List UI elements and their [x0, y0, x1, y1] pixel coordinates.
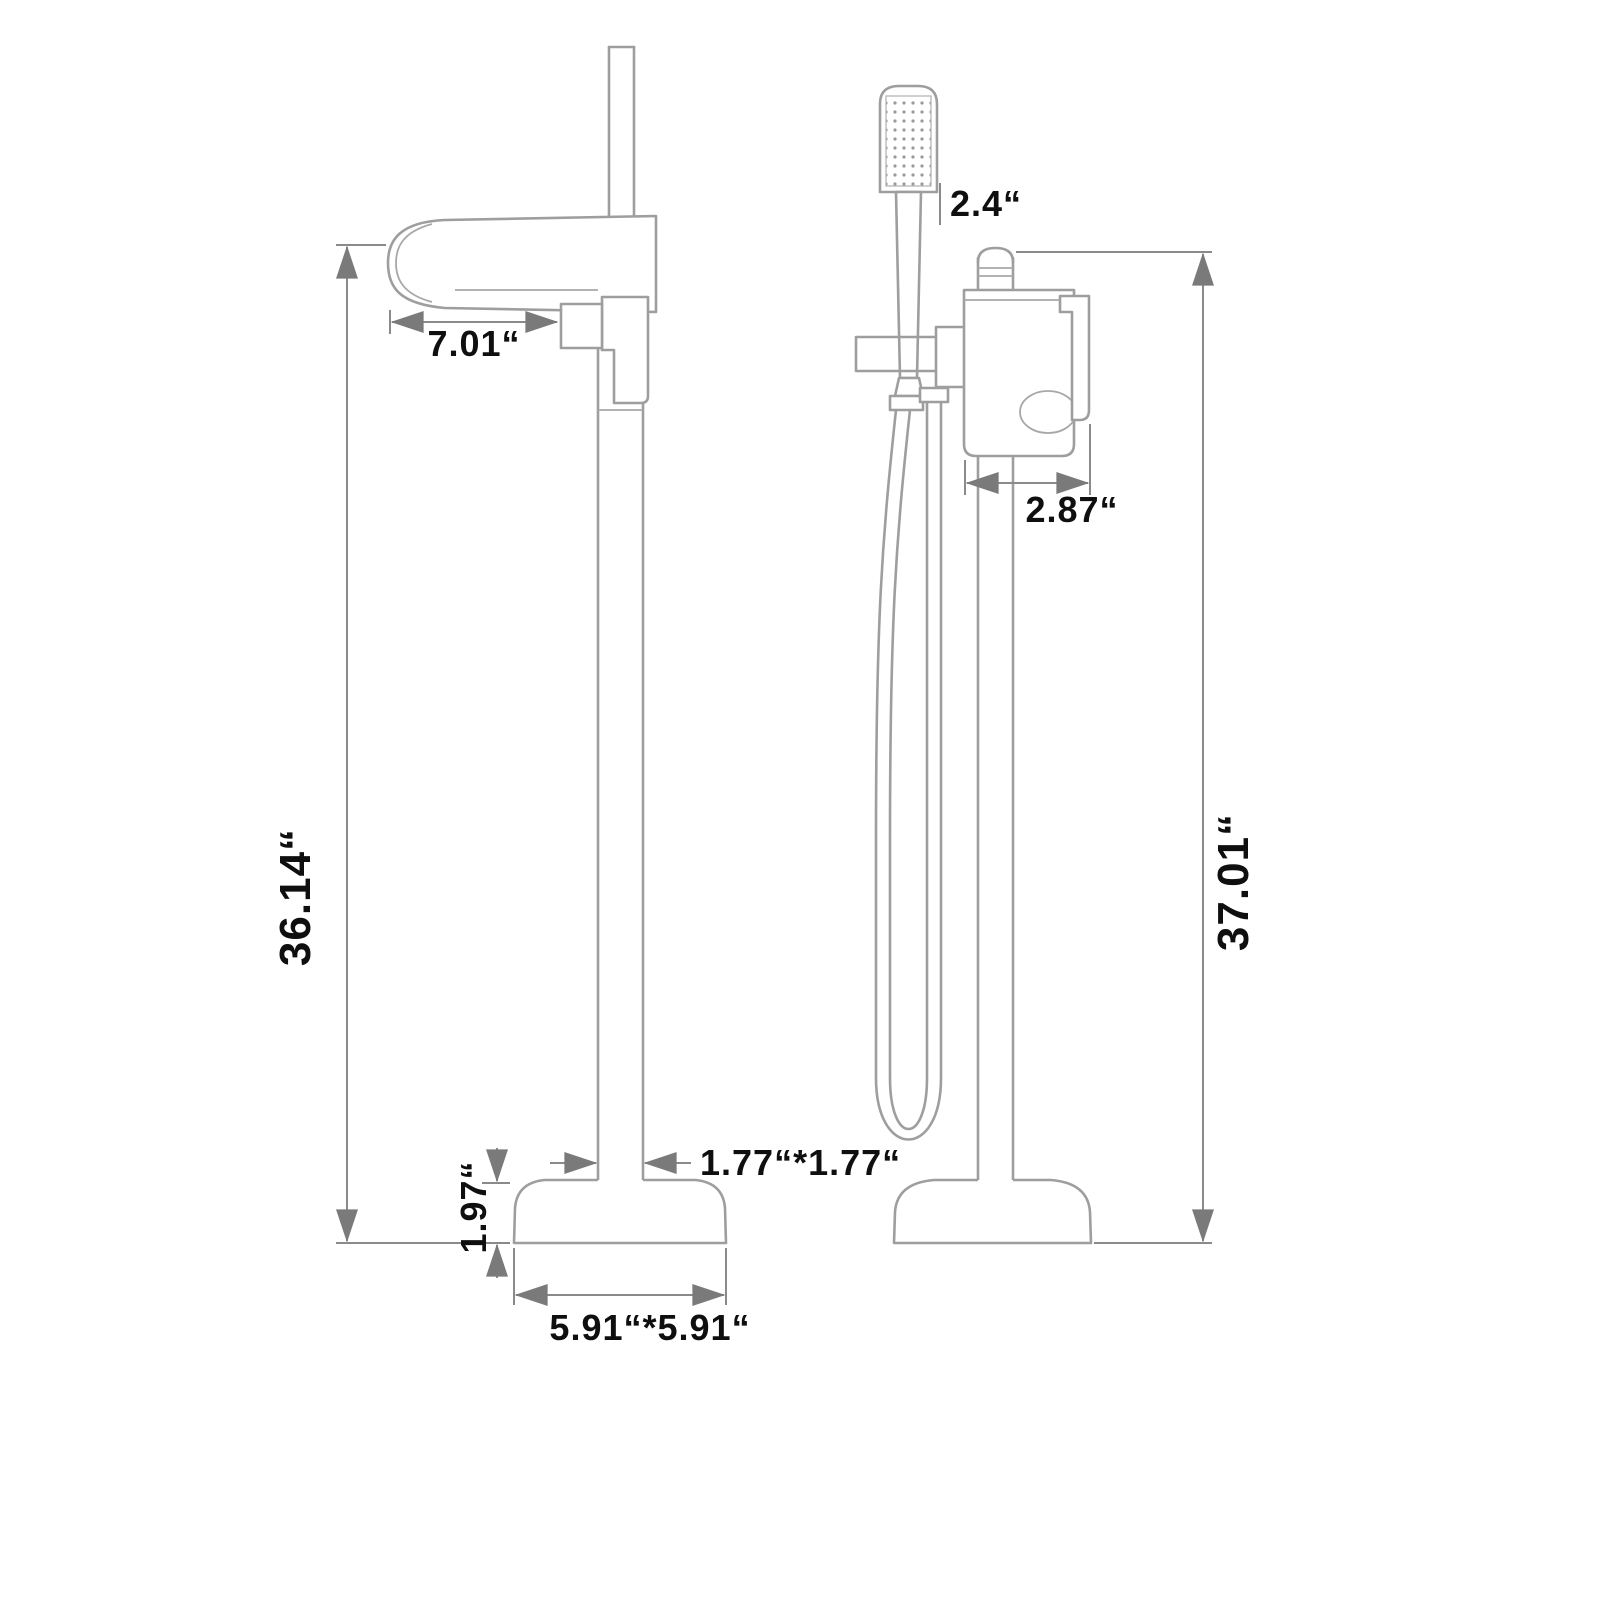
dim-label-base-footprint: 5.91“*5.91“ [549, 1307, 750, 1348]
base-outline-side [512, 1178, 728, 1245]
faucet-column-side [596, 310, 645, 1182]
side-dimensions: 36.14“ 7.01“ 1.77“*1.77“ 1.97“ [271, 244, 901, 1348]
spray-face [885, 95, 932, 187]
handle-base [559, 302, 604, 350]
hose-nut-left [888, 394, 925, 412]
dim-label-height-side: 36.14“ [271, 828, 320, 966]
spout-front-arc [395, 223, 433, 303]
dim-label-spout-reach: 7.01“ [427, 323, 520, 364]
side-view: 36.14“ 7.01“ 1.77“*1.77“ 1.97“ [271, 45, 901, 1348]
shower-hose [874, 386, 950, 1141]
spout-outline [386, 214, 658, 314]
front-view: 2.4“ 2.87“ 37.01“ [854, 84, 1258, 1245]
handle-lever [600, 295, 650, 405]
dim-column-section: 1.77“*1.77“ [550, 1142, 901, 1183]
dim-label-base-height: 1.97“ [453, 1160, 494, 1253]
front-dimensions: 2.4“ 2.87“ 37.01“ [939, 183, 1258, 1244]
dim-label-column-section: 1.77“*1.77“ [700, 1142, 901, 1183]
front-fixture [854, 84, 1093, 1245]
dim-label-valve-width: 2.87“ [1025, 489, 1118, 530]
valve-outline [962, 288, 1076, 458]
base-outline-front [892, 1178, 1093, 1245]
valve-body [962, 288, 1091, 458]
dim-label-height-front: 37.01“ [1209, 813, 1258, 951]
waterfall-spout [386, 214, 658, 314]
front-base [892, 1178, 1093, 1245]
column-cap [976, 246, 1015, 264]
riser-rod [607, 45, 636, 222]
hand-shower [878, 84, 939, 412]
side-fixture [386, 45, 728, 1245]
hand-shower-handle [894, 190, 923, 380]
hose-outer-edge [874, 400, 943, 1141]
dim-spout-reach: 7.01“ [389, 310, 559, 364]
hose-nut-right [918, 386, 950, 404]
dim-base-height: 1.97“ [453, 1148, 510, 1278]
dim-height-front: 37.01“ [1016, 251, 1258, 1244]
dim-valve-width: 2.87“ [964, 424, 1118, 530]
dim-label-hand-shower: 2.4“ [950, 183, 1022, 224]
side-handle [559, 295, 650, 405]
valve-handle [1058, 294, 1091, 422]
dim-height-side: 36.14“ [271, 244, 510, 1244]
dim-base-footprint: 5.91“*5.91“ [513, 1248, 750, 1348]
side-base [512, 1178, 728, 1245]
dim-hand-shower: 2.4“ [939, 183, 1022, 225]
hose-inner-edge [888, 400, 929, 1131]
